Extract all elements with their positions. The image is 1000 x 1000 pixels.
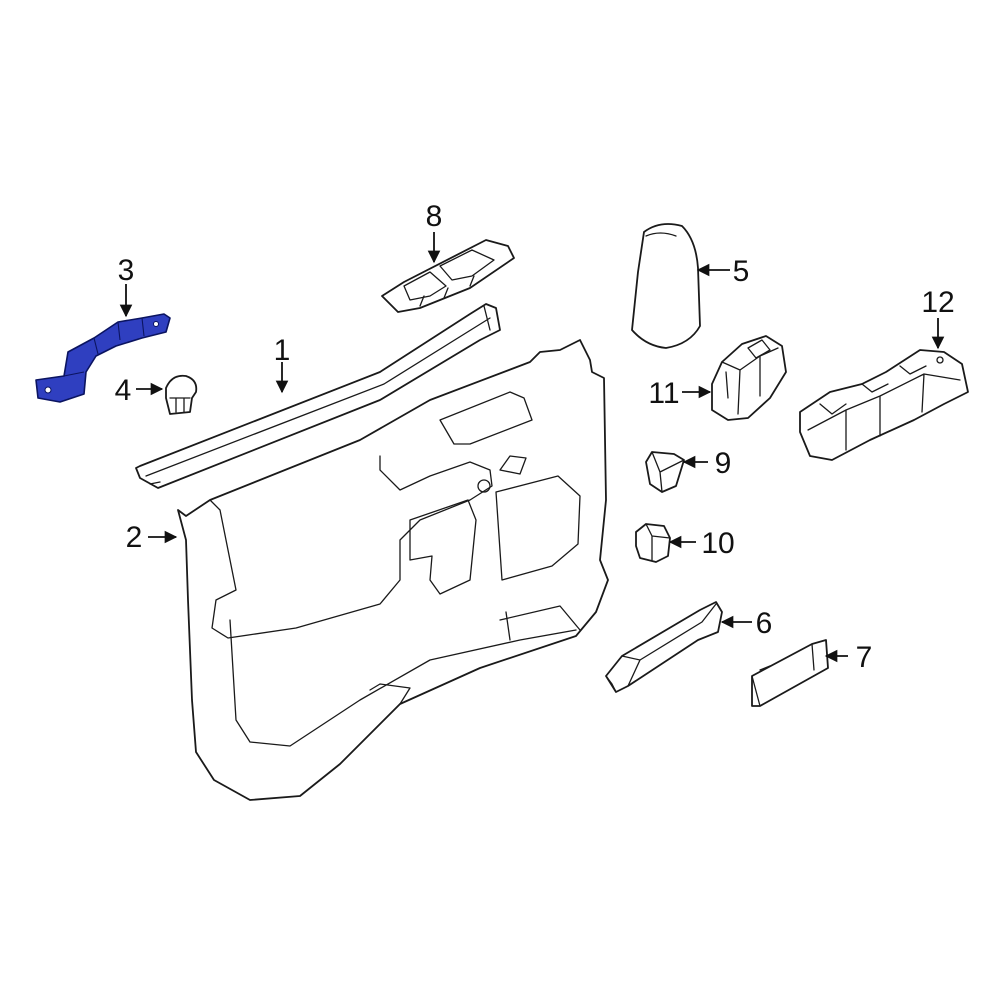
part-4-clip[interactable]	[165, 374, 198, 415]
callout-4: 4	[115, 374, 132, 407]
part-5-cover[interactable]	[631, 223, 701, 349]
callout-3: 3	[118, 254, 135, 287]
callout-labels: 1 2 3 4 5 6 7 8 9 10 11 12	[115, 200, 955, 674]
part-8-switch-bezel[interactable]	[381, 239, 515, 313]
callout-6: 6	[756, 607, 773, 640]
callout-8: 8	[426, 200, 443, 233]
callout-11: 11	[648, 377, 679, 410]
part-9-button[interactable]	[645, 451, 685, 493]
part-3-bracket[interactable]	[35, 313, 171, 403]
callout-5: 5	[733, 255, 750, 288]
callout-1: 1	[274, 334, 291, 367]
part-7-cover-plate[interactable]	[751, 639, 829, 707]
part-11-window-switch[interactable]	[711, 335, 787, 421]
callout-7: 7	[856, 641, 873, 674]
leader-lines	[119, 232, 945, 663]
part-1-weatherstrip[interactable]	[135, 303, 501, 489]
callout-10: 10	[701, 527, 734, 560]
part-2-door-trim-panel[interactable]	[177, 339, 609, 801]
part-12-master-switch[interactable]	[799, 349, 969, 461]
part-6-pull-handle[interactable]	[605, 601, 723, 693]
callout-2: 2	[126, 521, 143, 554]
callout-12: 12	[921, 286, 954, 319]
callout-9: 9	[715, 447, 732, 480]
part-10-switch[interactable]	[635, 523, 671, 563]
